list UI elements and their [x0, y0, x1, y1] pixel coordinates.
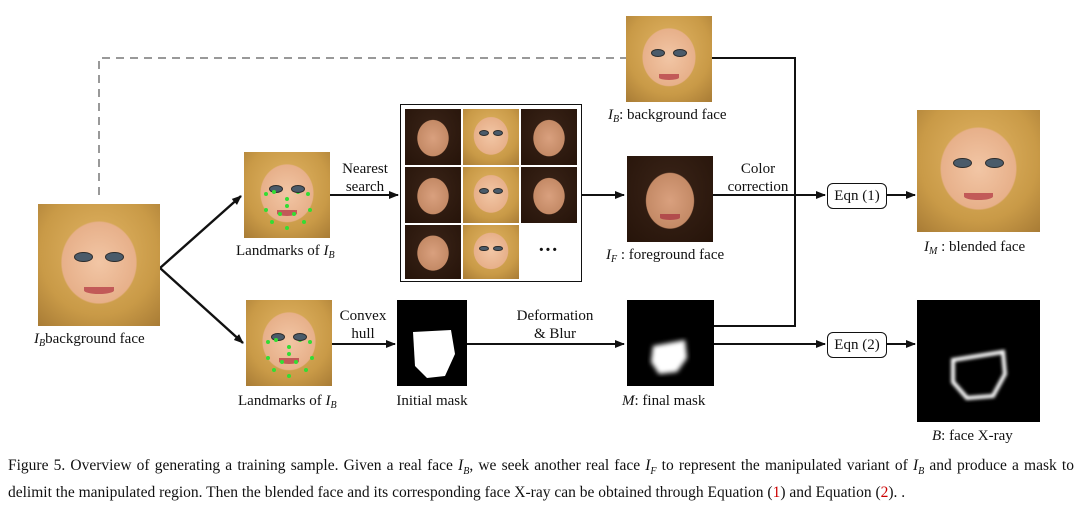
- equation-1-link[interactable]: 1: [772, 484, 781, 502]
- line-top-face-down: [712, 57, 796, 327]
- arrow-to-landmarks-top: [159, 195, 242, 269]
- eqn2-box: Eqn (2): [827, 332, 887, 358]
- candidate-face: [520, 108, 578, 166]
- candidate-faces-grid: ···: [400, 104, 582, 282]
- background-face-top-label: IB: background face: [608, 107, 727, 125]
- connector-arrows: [98, 57, 916, 348]
- background-face-top-image: [626, 16, 712, 102]
- figure-5: IBbackground face Landmarks of IB Neares…: [34, 16, 1040, 444]
- equation-2-link[interactable]: 2: [880, 484, 889, 502]
- final-mask-image: [627, 300, 714, 386]
- candidate-face: [462, 166, 520, 224]
- background-face-image: [38, 204, 160, 326]
- ellipsis: ···: [537, 239, 558, 261]
- candidate-face: [520, 166, 578, 224]
- final-mask-label: M: final mask: [622, 393, 706, 409]
- blended-face-image: [917, 110, 1040, 232]
- face-xray-image: [917, 300, 1040, 422]
- foreground-face-label: IF : foreground face: [606, 247, 725, 265]
- face-xray-label: B: face X-ray: [932, 428, 1013, 444]
- landmarks-top-image: [244, 152, 330, 238]
- candidate-face: [404, 224, 462, 280]
- arrow-to-landmarks-bottom: [159, 267, 244, 344]
- background-face-label: IBbackground face: [34, 331, 145, 349]
- landmarks-top-label: Landmarks of IB: [236, 243, 335, 261]
- initial-mask-image: [397, 300, 467, 386]
- deformation-blur-label: Deformation& Blur: [516, 308, 594, 342]
- foreground-face-image: [627, 156, 713, 242]
- candidate-face: [404, 108, 462, 166]
- landmarks-bottom-label: Landmarks of IB: [238, 393, 337, 411]
- blended-face-label: IM : blended face: [924, 239, 1026, 257]
- candidate-face: [462, 108, 520, 166]
- initial-mask-label: Initial mask: [396, 393, 468, 409]
- eqn1-box: Eqn (1): [827, 183, 887, 209]
- candidate-face: [462, 224, 520, 280]
- landmarks-bottom-image: [246, 300, 332, 386]
- figure-caption: Figure 5. Overview of generating a train…: [8, 457, 1074, 502]
- dashed-path: [98, 57, 626, 195]
- candidate-face: [404, 166, 462, 224]
